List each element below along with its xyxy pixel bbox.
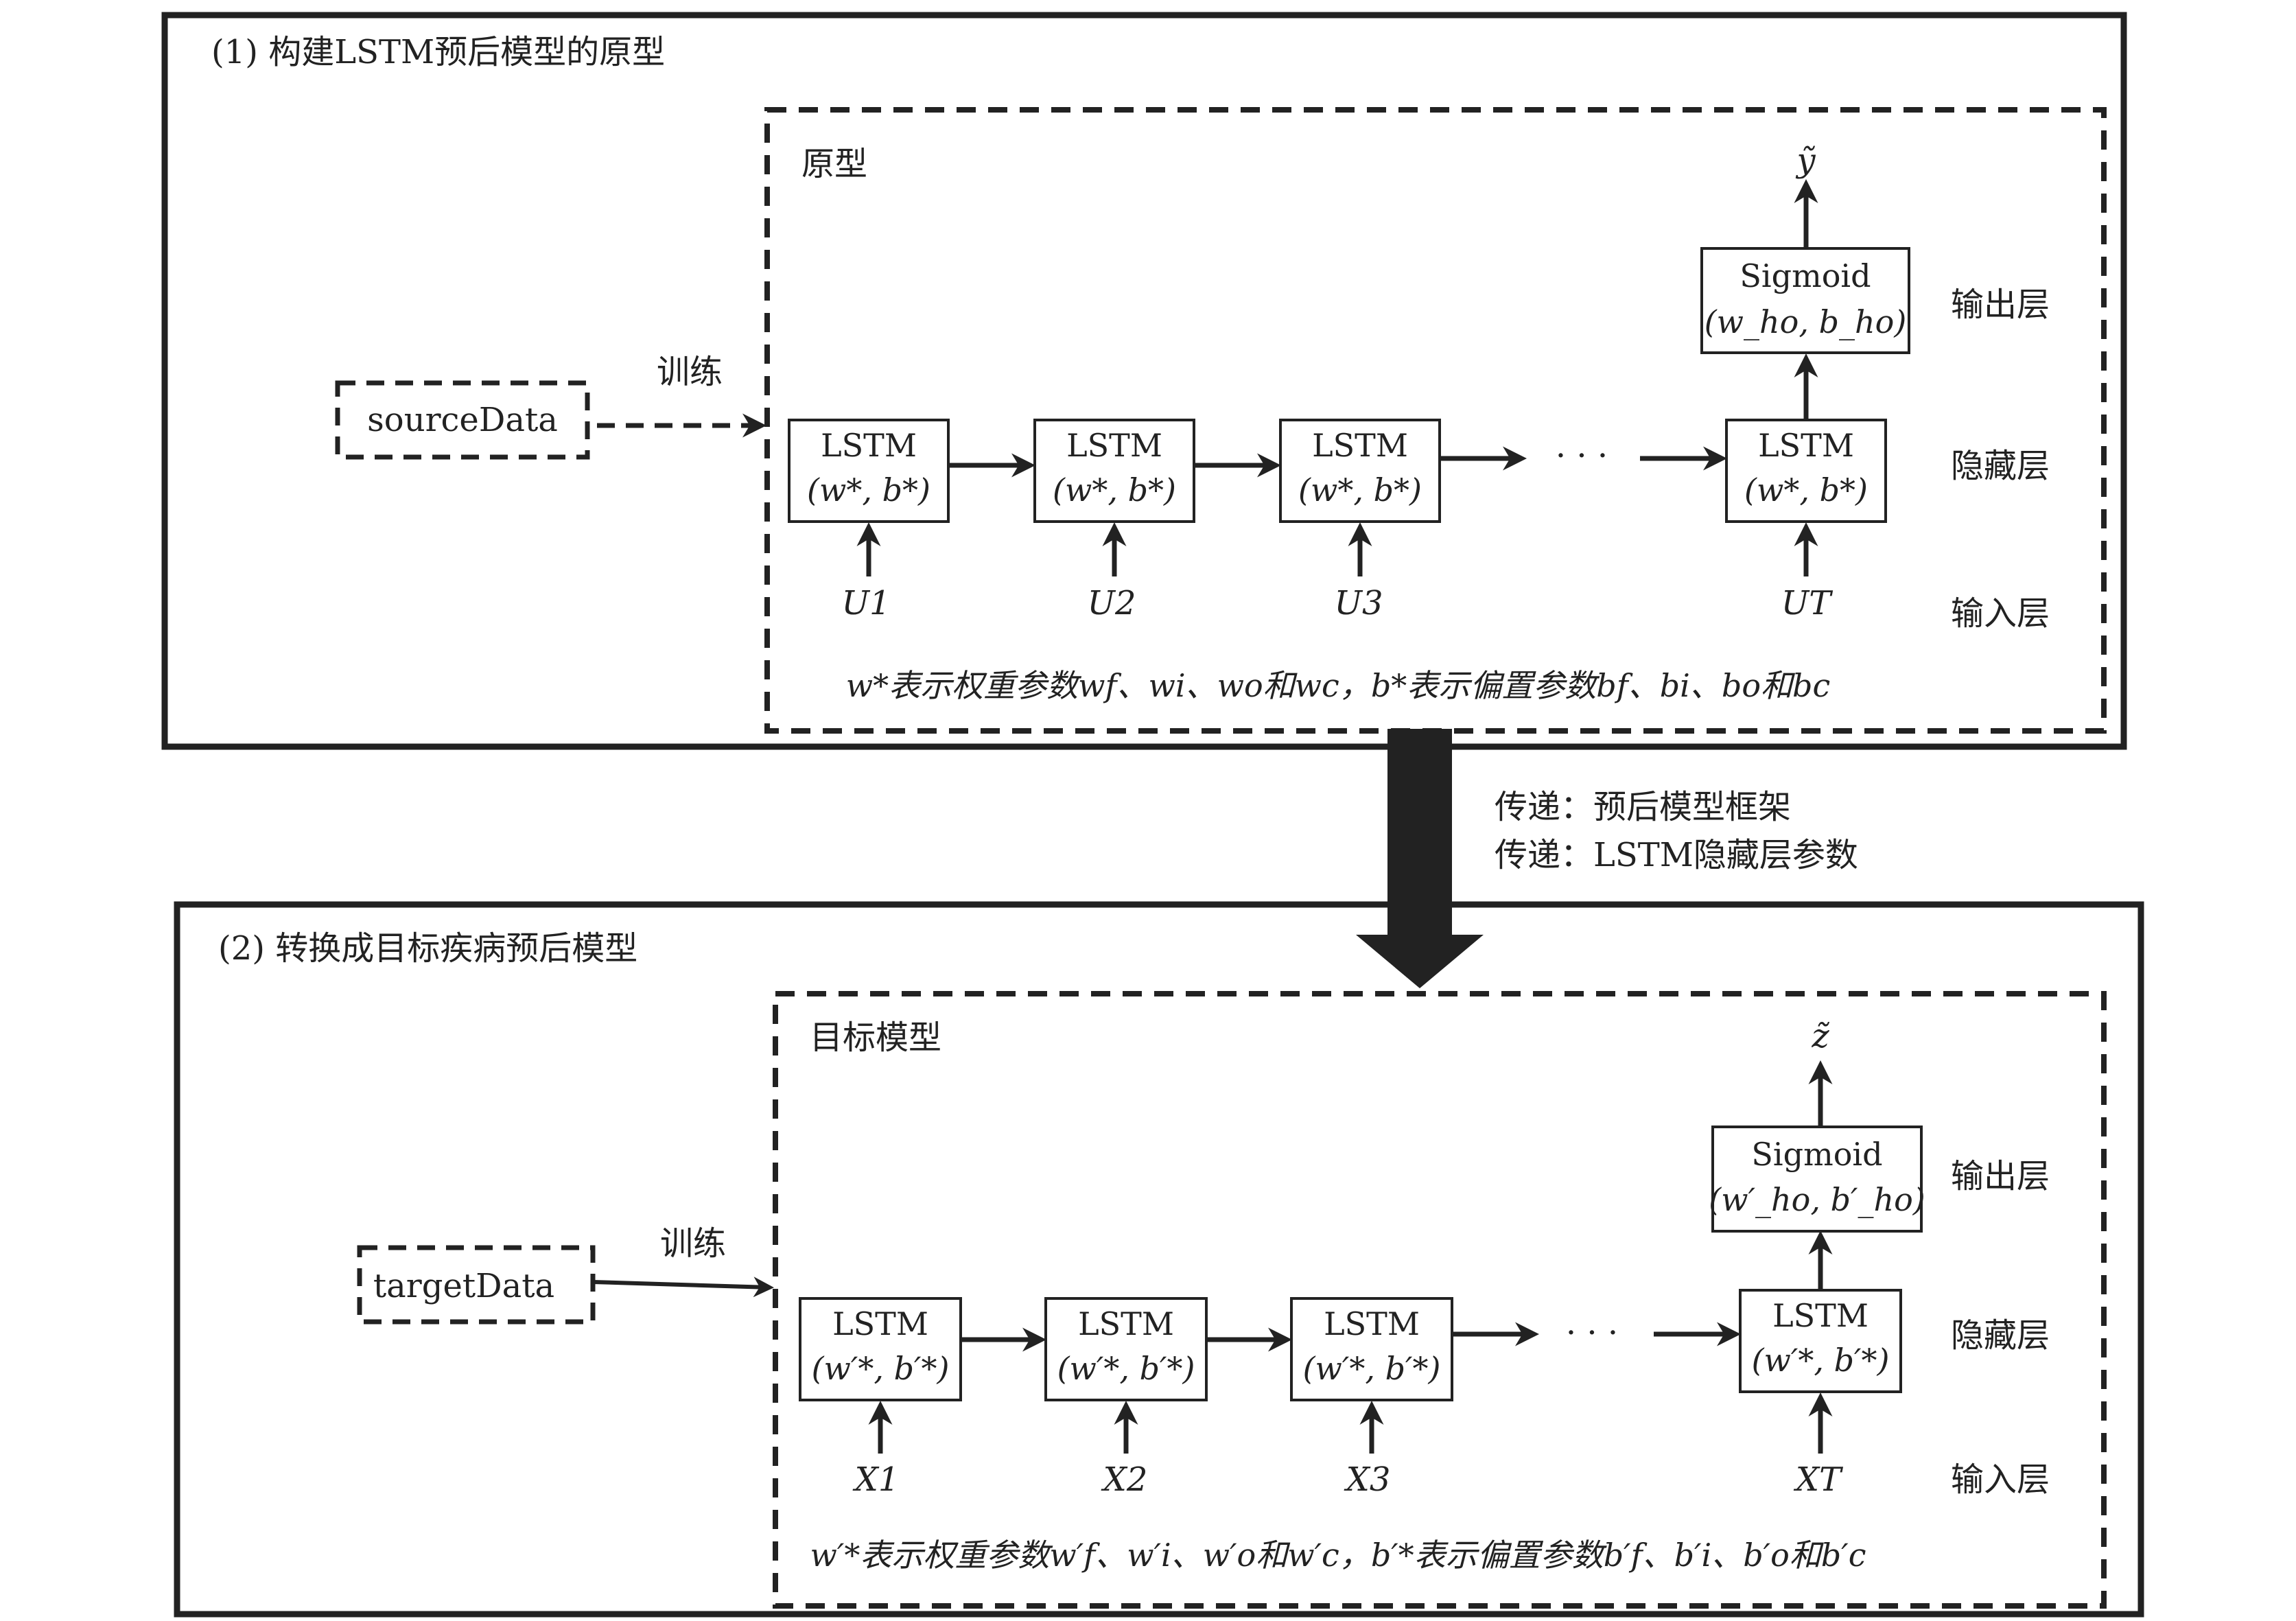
lstm-cell-2: LSTM (w′*, b′*)	[1044, 1297, 1208, 1401]
transfer: 传递：预后模型框架 传递：LSTM隐藏层参数	[1356, 729, 1858, 988]
sigmoid-label: Sigmoid	[1751, 1136, 1882, 1173]
source-data-box	[335, 380, 590, 460]
lstm-cell-3: LSTM (w*, b*)	[1279, 419, 1441, 523]
input-x2: X2	[1101, 1460, 1148, 1499]
lstm-cell-t: LSTM (w′*, b′*)	[1739, 1289, 1902, 1393]
layer-hidden: 隐藏层	[1951, 447, 2050, 485]
ellipsis: · · ·	[1566, 1314, 1618, 1352]
sigmoid-params: (w_ho, b_ho)	[1705, 303, 1907, 340]
target-model-label: 目标模型	[810, 1018, 941, 1057]
lstm-params: (w*, b*)	[807, 471, 930, 509]
prototype-label: 原型	[801, 145, 867, 183]
ellipsis: · · ·	[1556, 436, 1608, 475]
lstm-params: (w′*, b′*)	[1303, 1350, 1441, 1387]
lstm-label: LSTM	[821, 427, 917, 464]
train-label-1: 训练	[657, 353, 723, 391]
output-z-tilde: z̃	[1811, 1017, 1829, 1056]
sigmoid-label: Sigmoid	[1739, 257, 1871, 294]
input-u2: U2	[1088, 584, 1136, 622]
section-1-title: (1) 构建LSTM预后模型的原型	[211, 33, 665, 71]
lstm-label: LSTM	[1066, 427, 1162, 464]
lstm-params: (w′*, b′*)	[1057, 1350, 1195, 1387]
lstm-label: LSTM	[1078, 1305, 1174, 1342]
section-1-frame	[161, 12, 2127, 750]
train-arrow-2	[592, 1276, 774, 1298]
input-u3: U3	[1335, 584, 1383, 622]
section-2: (2) 转换成目标疾病预后模型 目标模型 targetData 训练 LSTM …	[174, 901, 2144, 1618]
lstm-params: (w*, b*)	[1298, 471, 1422, 509]
layer-hidden: 隐藏层	[1951, 1316, 2050, 1355]
lstm-label: LSTM	[1312, 427, 1408, 464]
target-data-label: targetData	[373, 1267, 554, 1305]
lstm-label: LSTM	[1772, 1297, 1869, 1334]
source-data-label: sourceData	[367, 401, 558, 439]
train-label-2: 训练	[660, 1224, 726, 1263]
output-y-tilde: ỹ	[1795, 141, 1816, 180]
transfer-line-1: 传递：预后模型框架	[1495, 788, 1791, 826]
sigmoid-params: (w′_ho, b′_ho)	[1709, 1181, 1925, 1218]
input-xt: XT	[1793, 1460, 1843, 1499]
transfer-arrow	[1356, 729, 1484, 988]
lstm-label: LSTM	[832, 1305, 928, 1342]
layer-input: 输入层	[1951, 594, 2050, 633]
section-2-frame	[174, 901, 2144, 1618]
footnote-1: w*表示权重参数wf、wi、wo和wc，b*表示偏置参数bf、bi、bo和bc	[846, 667, 1831, 704]
transfer-line-2: 传递：LSTM隐藏层参数	[1495, 836, 1858, 874]
lstm-cell-t: LSTM (w*, b*)	[1725, 419, 1887, 523]
section-1: (1) 构建LSTM预后模型的原型 原型 sourceData 训练 LSTM …	[161, 12, 2127, 750]
lstm-cell-2: LSTM (w*, b*)	[1033, 419, 1195, 523]
lstm-label: LSTM	[1324, 1305, 1420, 1342]
sigmoid-box-2	[1711, 1126, 1923, 1233]
layer-output: 输出层	[1951, 285, 2050, 324]
input-x1: X1	[852, 1460, 900, 1499]
footnote-2: w′*表示权重参数w′f、w′i、w′o和w′c，b′*表示偏置参数b′f、b′…	[810, 1537, 1866, 1574]
lstm-params: (w*, b*)	[1744, 471, 1868, 509]
lstm-label: LSTM	[1758, 427, 1854, 464]
lstm-params: (w*, b*)	[1053, 471, 1176, 509]
sigmoid-box-1	[1700, 247, 1910, 354]
layer-input: 输入层	[1951, 1460, 2050, 1499]
lstm-cell-3: LSTM (w′*, b′*)	[1290, 1297, 1453, 1401]
lstm-params: (w′*, b′*)	[812, 1350, 950, 1387]
input-u1: U1	[842, 584, 891, 622]
layer-output: 输出层	[1951, 1157, 2050, 1196]
target-data-box	[357, 1245, 596, 1325]
target-dashed-frame	[773, 991, 2107, 1609]
lstm-cell-1: LSTM (w′*, b′*)	[799, 1297, 962, 1401]
section-2-title: (2) 转换成目标疾病预后模型	[218, 929, 637, 968]
input-ut: UT	[1781, 584, 1833, 622]
input-x3: X3	[1344, 1460, 1391, 1499]
lstm-cell-1: LSTM (w*, b*)	[788, 419, 950, 523]
lstm-params: (w′*, b′*)	[1752, 1342, 1890, 1379]
